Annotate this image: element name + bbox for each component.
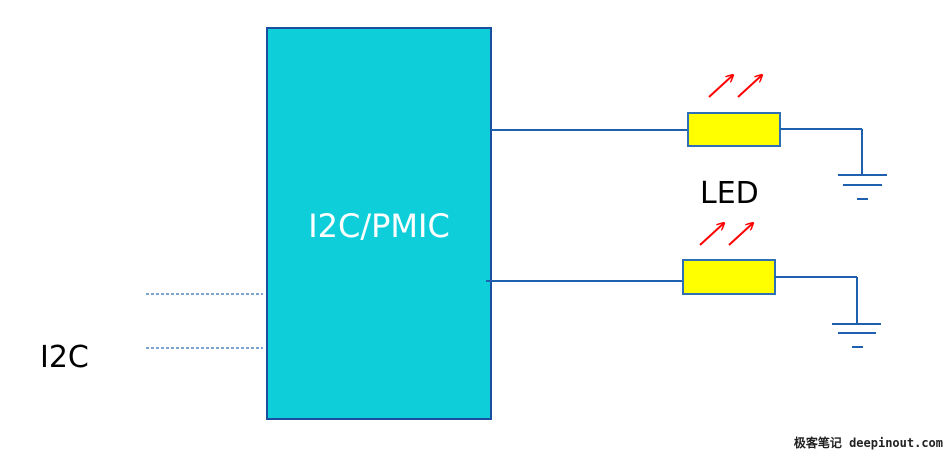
pmic-chip-label: I2C/PMIC (308, 207, 450, 245)
led-bottom (682, 259, 776, 295)
light-arrows-bottom (699, 223, 753, 246)
pmic-chip (266, 27, 492, 420)
ground-symbol-top (838, 174, 887, 200)
i2c-bus-label: I2C (40, 340, 89, 375)
led-label: LED (700, 176, 759, 211)
ground-symbol-bottom (832, 323, 881, 348)
light-arrows-top (708, 75, 762, 98)
led-top (687, 112, 781, 147)
watermark-text: 极客笔记 deepinout.com (794, 435, 943, 450)
